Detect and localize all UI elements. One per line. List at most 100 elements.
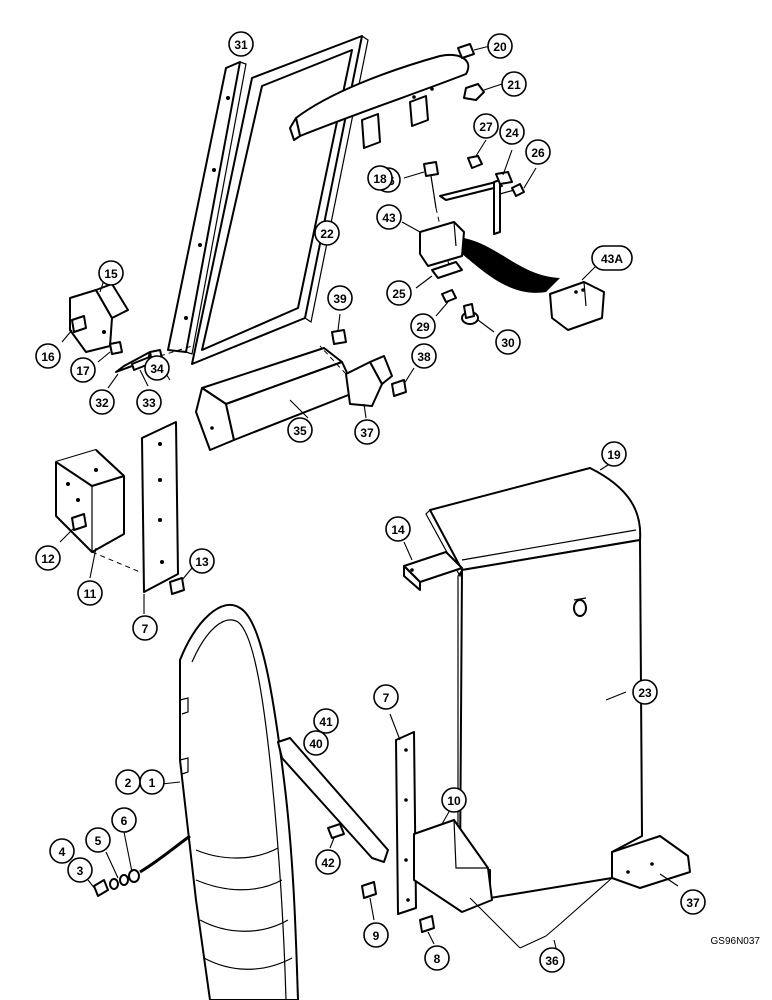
part-11-bracket xyxy=(55,449,125,579)
part-1-2-shield xyxy=(161,603,299,1000)
callout-43: 43 xyxy=(376,204,402,230)
callout-bubble xyxy=(287,417,313,443)
callout-23: 23 xyxy=(632,679,658,705)
callout-layer: 3120212724262618224343A15392529301617343… xyxy=(35,31,706,973)
callout-bubble xyxy=(354,419,380,445)
callout-bubble xyxy=(49,838,75,864)
callout-8: 8 xyxy=(424,945,450,971)
callout-4: 4 xyxy=(49,838,75,864)
part-27-nut xyxy=(467,139,487,169)
callout-label: 37 xyxy=(686,896,700,910)
callout-bubble xyxy=(35,343,61,369)
part-30-knob xyxy=(461,303,495,333)
callout-bubble xyxy=(136,389,162,415)
callout-label: 39 xyxy=(333,292,347,306)
callout-label: 33 xyxy=(142,396,156,410)
callout-label: 38 xyxy=(417,350,431,364)
callout-11: 11 xyxy=(77,580,103,606)
callout-bubble xyxy=(539,947,565,973)
callout-34: 34 xyxy=(144,355,170,381)
callout-bubble xyxy=(424,945,450,971)
callout-bubble xyxy=(410,313,436,339)
callout-bubble xyxy=(144,355,170,381)
callout-14: 14 xyxy=(385,516,411,542)
part-35-channel xyxy=(195,347,357,451)
callout-bubble xyxy=(385,516,411,542)
part-25-plate xyxy=(415,261,463,289)
part-40-41-brace xyxy=(277,731,389,863)
callout-43A: 43A xyxy=(591,245,633,271)
callout-label: 42 xyxy=(321,856,335,870)
callout-37b: 37 xyxy=(680,889,706,915)
detail-arrow-43A xyxy=(462,238,560,293)
callout-39: 39 xyxy=(327,285,353,311)
callout-24: 24 xyxy=(499,119,525,145)
callout-bubble xyxy=(487,33,513,59)
part-38-bolt xyxy=(391,367,415,397)
callout-bubble xyxy=(313,708,339,734)
callout-label: 16 xyxy=(41,350,55,364)
callout-16: 16 xyxy=(35,343,61,369)
callout-label: 35 xyxy=(293,424,307,438)
callout-label: 18 xyxy=(373,172,387,186)
callout-18: 18 xyxy=(367,165,393,191)
callout-label: 5 xyxy=(95,834,102,848)
part-9-nut xyxy=(361,881,377,921)
callout-19: 19 xyxy=(601,441,627,467)
callout-37a: 37 xyxy=(354,419,380,445)
callout-label: 19 xyxy=(607,448,621,462)
part-24-bracket xyxy=(439,149,513,235)
part-43A-latch-detail xyxy=(549,265,605,331)
callout-1: 1 xyxy=(139,769,165,795)
callout-bubble xyxy=(495,329,521,355)
callout-label: 24 xyxy=(505,126,519,140)
callout-label: 20 xyxy=(493,40,507,54)
callout-label: 37 xyxy=(360,426,374,440)
callout-bubble xyxy=(680,889,706,915)
callout-15: 15 xyxy=(98,260,124,286)
callout-label: 25 xyxy=(392,287,406,301)
callout-label: 9 xyxy=(373,929,380,943)
callout-bubble xyxy=(632,679,658,705)
callout-32: 32 xyxy=(89,389,115,415)
part-7-strip-upper xyxy=(141,421,179,614)
callout-label: 36 xyxy=(545,954,559,968)
callout-label: 10 xyxy=(447,794,461,808)
callout-label: 43 xyxy=(382,211,396,225)
part-36-leads xyxy=(469,877,613,949)
callout-26a: 26 xyxy=(525,139,551,165)
callout-label: 8 xyxy=(434,952,441,966)
callout-20: 20 xyxy=(487,33,513,59)
callout-bubble xyxy=(373,684,399,710)
callout-label: 31 xyxy=(234,38,248,52)
callout-label: 41 xyxy=(319,715,333,729)
callout-bubble xyxy=(441,787,467,813)
callout-27: 27 xyxy=(473,113,499,139)
callout-bubble xyxy=(303,730,329,756)
callout-22: 22 xyxy=(314,220,340,246)
callout-label: 22 xyxy=(320,227,334,241)
callout-label: 23 xyxy=(638,686,652,700)
callout-40: 40 xyxy=(303,730,329,756)
assembly-line-34 xyxy=(159,345,193,357)
part-13-nut xyxy=(169,567,193,595)
callout-label: 14 xyxy=(391,523,405,537)
part-31-side-strip xyxy=(167,61,247,355)
callout-5: 5 xyxy=(85,827,111,853)
callout-7b: 7 xyxy=(373,684,399,710)
callout-label: 43A xyxy=(601,252,623,266)
callout-label: 2 xyxy=(125,776,132,790)
figure-code: GS96N037 xyxy=(711,936,761,947)
part-10-bracket xyxy=(413,809,493,913)
callout-bubble xyxy=(77,580,103,606)
callout-2: 2 xyxy=(115,769,141,795)
callout-bubble xyxy=(228,31,254,57)
callout-31: 31 xyxy=(228,31,254,57)
callout-bubble xyxy=(139,769,165,795)
callout-3: 3 xyxy=(67,857,93,883)
callout-label: 26 xyxy=(531,146,545,160)
callout-bubble xyxy=(67,857,93,883)
part-16-bolt xyxy=(61,315,87,343)
callout-38: 38 xyxy=(411,343,437,369)
callout-label: 40 xyxy=(309,737,323,751)
